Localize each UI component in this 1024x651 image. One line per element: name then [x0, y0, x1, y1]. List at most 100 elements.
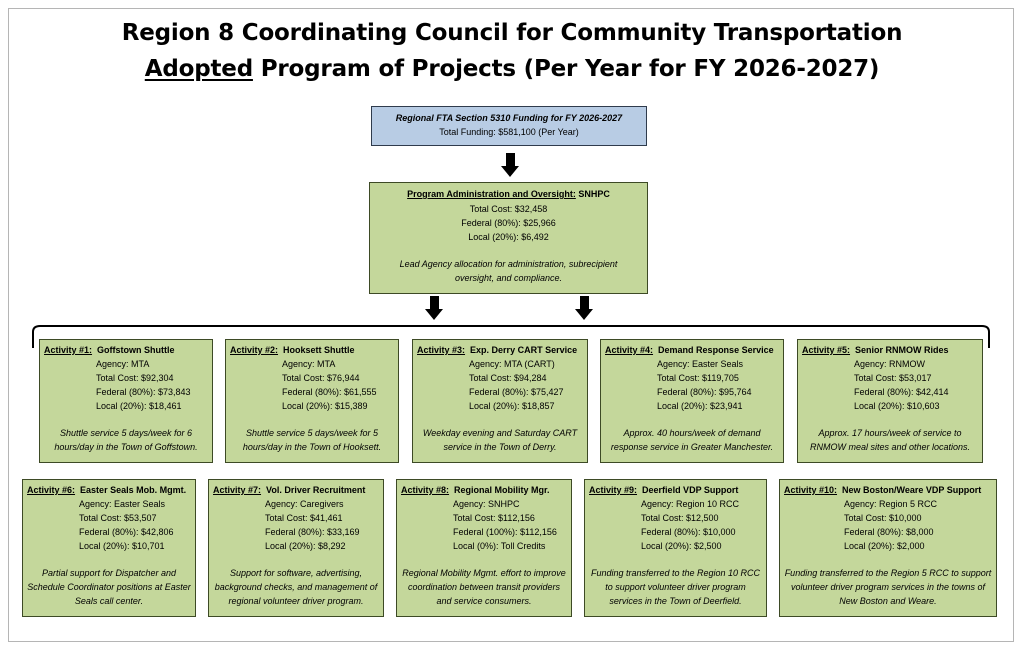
activity-6-heading: Activity #6: Easter Seals Mob. Mgmt. — [27, 483, 191, 497]
page-title: Region 8 Coordinating Council for Commun… — [121, 20, 903, 46]
activity-9-local: Local (20%): $2,500 — [641, 541, 722, 551]
funding-heading: Regional FTA Section 5310 Funding for FY… — [395, 113, 623, 123]
activity-4-description: Approx. 40 hours/week of demand response… — [610, 428, 774, 452]
activity-8-name: Regional Mobility Mgr. — [454, 485, 550, 495]
admin-heading-label: Program Administration and Oversight: — [407, 189, 576, 199]
activity-5-agency: Agency: RNMOW — [854, 359, 926, 369]
activity-6-federal: Federal (80%): $42,806 — [79, 527, 174, 537]
activity-1-federal: Federal (80%): $73,843 — [96, 387, 191, 397]
activity-4-total: Total Cost: $119,705 — [657, 373, 739, 383]
activity-10-federal: Federal (80%): $8,000 — [844, 527, 934, 537]
admin-federal: Federal (80%): $25,966 — [461, 218, 556, 228]
activity-9-agency: Agency: Region 10 RCC — [641, 499, 740, 509]
activity-9-number: Activity #9: — [589, 485, 638, 495]
activity-8-agency: Agency: SNHPC — [453, 499, 520, 509]
activity-3-total: Total Cost: $94,284 — [469, 373, 547, 383]
activity-7-local: Local (20%): $8,292 — [265, 541, 346, 551]
activity-2-name: Hooksett Shuttle — [283, 345, 355, 355]
activity-4-heading: Activity #4: Demand Response Service — [605, 343, 779, 357]
activity-7-description: Support for software, advertising, backg… — [214, 568, 378, 606]
activity-10-name: New Boston/Weare VDP Support — [842, 485, 982, 495]
admin-local: Local (20%): $6,492 — [468, 232, 549, 242]
admin-total-cost: Total Cost: $32,458 — [469, 204, 548, 214]
activities-brace — [32, 325, 990, 348]
activity-10-description: Funding transferred to the Region 5 RCC … — [784, 568, 992, 606]
activity-8-description: Regional Mobility Mgmt. effort to improv… — [402, 568, 566, 606]
funding-total: Total Funding: $581,100 (Per Year) — [439, 127, 579, 137]
activity-2-box: Activity #2: Hooksett Shuttle Agency: MT… — [225, 339, 399, 463]
activity-7-number: Activity #7: — [213, 485, 262, 495]
page-subtitle: Adopted Program of Projects (Per Year fo… — [0, 56, 1024, 82]
activity-7-federal: Federal (80%): $33,169 — [265, 527, 360, 537]
activity-1-total: Total Cost: $92,304 — [96, 373, 174, 383]
activity-7-heading: Activity #7: Vol. Driver Recruitment — [213, 483, 379, 497]
activity-8-total: Total Cost: $112,156 — [453, 513, 535, 523]
funding-box: Regional FTA Section 5310 Funding for FY… — [371, 106, 647, 146]
activity-3-description: Weekday evening and Saturday CART servic… — [422, 428, 578, 452]
activity-6-agency: Agency: Easter Seals — [79, 499, 166, 509]
activity-2-federal: Federal (80%): $61,555 — [282, 387, 377, 397]
activity-8-heading: Activity #8: Regional Mobility Mgr. — [401, 483, 567, 497]
subtitle-rest: Program of Projects (Per Year for FY 202… — [252, 56, 880, 82]
activity-3-local: Local (20%): $18,857 — [469, 401, 555, 411]
activity-4-number: Activity #4: — [605, 345, 654, 355]
activity-4-name: Demand Response Service — [658, 345, 774, 355]
activity-3-box: Activity #3: Exp. Derry CART Service Age… — [412, 339, 588, 463]
activity-4-box: Activity #4: Demand Response Service Age… — [600, 339, 784, 463]
activity-10-heading: Activity #10: New Boston/Weare VDP Suppo… — [784, 483, 992, 497]
activity-3-agency: Agency: MTA (CART) — [469, 359, 555, 369]
activity-4-federal: Federal (80%): $95,764 — [657, 387, 752, 397]
activity-5-box: Activity #5: Senior RNMOW Rides Agency: … — [797, 339, 983, 463]
activity-2-local: Local (20%): $15,389 — [282, 401, 368, 411]
page-frame — [8, 8, 1014, 642]
activity-1-name: Goffstown Shuttle — [97, 345, 175, 355]
activity-6-number: Activity #6: — [27, 485, 76, 495]
activity-5-number: Activity #5: — [802, 345, 851, 355]
activity-6-name: Easter Seals Mob. Mgmt. — [80, 485, 187, 495]
activity-1-number: Activity #1: — [44, 345, 93, 355]
activity-8-local: Local (0%): Toll Credits — [453, 541, 546, 551]
admin-heading-agency: SNHPC — [575, 189, 610, 199]
admin-heading: Program Administration and Oversight: SN… — [370, 187, 647, 201]
activity-5-total: Total Cost: $53,017 — [854, 373, 932, 383]
activity-7-agency: Agency: Caregivers — [265, 499, 344, 509]
activity-7-name: Vol. Driver Recruitment — [266, 485, 366, 495]
activity-10-box: Activity #10: New Boston/Weare VDP Suppo… — [779, 479, 997, 617]
activity-10-number: Activity #10: — [784, 485, 838, 495]
activity-5-heading: Activity #5: Senior RNMOW Rides — [802, 343, 978, 357]
activity-5-description: Approx. 17 hours/week of service to RNMO… — [809, 428, 971, 452]
activity-9-total: Total Cost: $12,500 — [641, 513, 719, 523]
activity-9-name: Deerfield VDP Support — [642, 485, 739, 495]
activity-2-agency: Agency: MTA — [282, 359, 336, 369]
activity-2-heading: Activity #2: Hooksett Shuttle — [230, 343, 394, 357]
activity-8-number: Activity #8: — [401, 485, 450, 495]
activity-5-local: Local (20%): $10,603 — [854, 401, 940, 411]
activity-7-box: Activity #7: Vol. Driver Recruitment Age… — [208, 479, 384, 617]
activity-10-agency: Agency: Region 5 RCC — [844, 499, 938, 509]
activity-4-local: Local (20%): $23,941 — [657, 401, 743, 411]
activity-5-federal: Federal (80%): $42,414 — [854, 387, 949, 397]
activity-1-description: Shuttle service 5 days/week for 6 hours/… — [54, 428, 198, 452]
activity-1-agency: Agency: MTA — [96, 359, 150, 369]
activity-9-heading: Activity #9: Deerfield VDP Support — [589, 483, 762, 497]
activity-7-total: Total Cost: $41,461 — [265, 513, 343, 523]
activity-3-heading: Activity #3: Exp. Derry CART Service — [417, 343, 583, 357]
activity-9-box: Activity #9: Deerfield VDP Support Agenc… — [584, 479, 767, 617]
activity-2-description: Shuttle service 5 days/week for 5 hours/… — [242, 428, 382, 452]
activity-4-agency: Agency: Easter Seals — [657, 359, 744, 369]
activity-10-local: Local (20%): $2,000 — [844, 541, 925, 551]
activity-9-federal: Federal (80%): $10,000 — [641, 527, 736, 537]
activity-2-number: Activity #2: — [230, 345, 279, 355]
activity-8-federal: Federal (100%): $112,156 — [453, 527, 557, 537]
admin-description: Lead Agency allocation for administratio… — [399, 259, 618, 283]
activity-10-total: Total Cost: $10,000 — [844, 513, 922, 523]
activity-3-number: Activity #3: — [417, 345, 466, 355]
activity-5-name: Senior RNMOW Rides — [855, 345, 949, 355]
activity-6-local: Local (20%): $10,701 — [79, 541, 165, 551]
admin-box: Program Administration and Oversight: SN… — [369, 182, 648, 294]
activity-8-box: Activity #8: Regional Mobility Mgr. Agen… — [396, 479, 572, 617]
activity-3-name: Exp. Derry CART Service — [470, 345, 578, 355]
activity-1-box: Activity #1: Goffstown Shuttle Agency: M… — [39, 339, 213, 463]
activity-9-description: Funding transferred to the Region 10 RCC… — [590, 568, 761, 606]
activity-6-total: Total Cost: $53,507 — [79, 513, 157, 523]
